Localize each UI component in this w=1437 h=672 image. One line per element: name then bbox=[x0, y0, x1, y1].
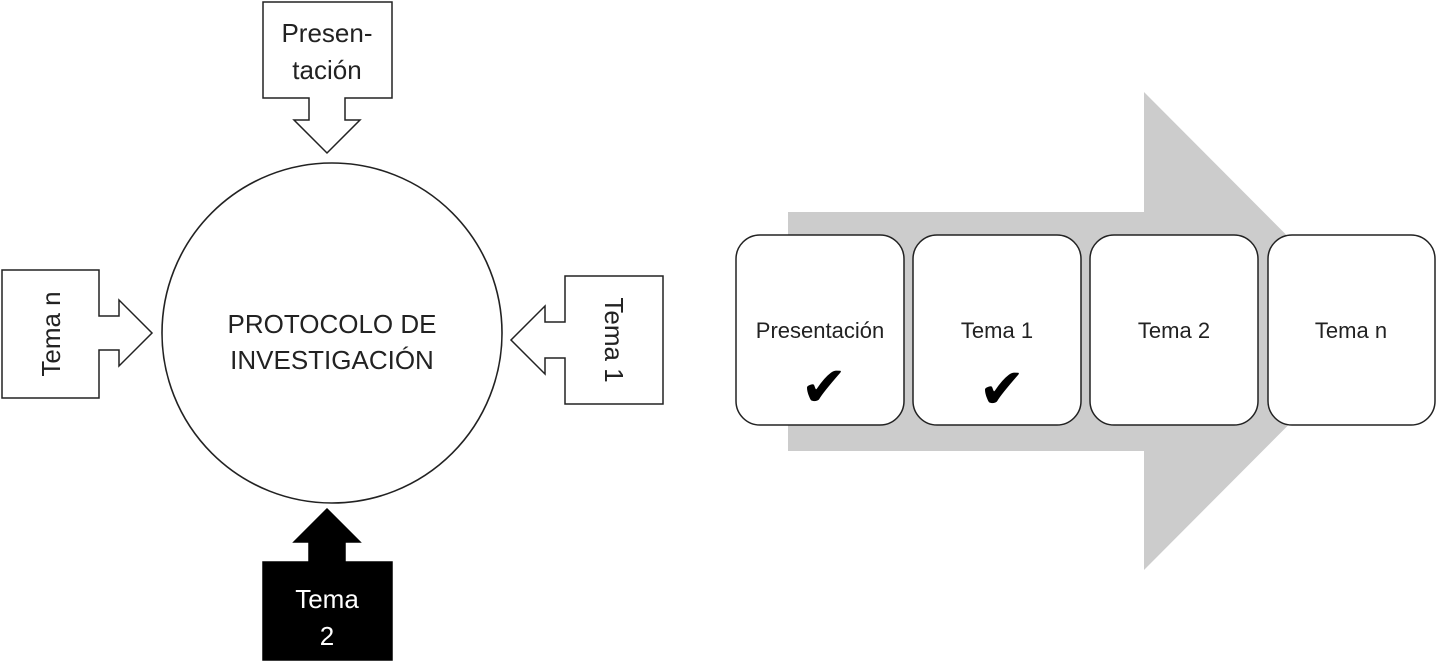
process-step-label: Tema n bbox=[1315, 318, 1387, 343]
callout-presentacion: Presen- tación bbox=[262, 1, 393, 155]
process-step-box bbox=[1267, 234, 1436, 426]
callout-presentacion-shape bbox=[262, 1, 393, 155]
process-diagram: Presentación ✔ Tema 1 ✔ Tema 2 Tema n bbox=[735, 92, 1436, 570]
callout-presentacion-line2: tación bbox=[292, 55, 361, 85]
callout-presentacion-line1: Presen- bbox=[281, 18, 372, 48]
protocol-circle bbox=[161, 162, 503, 504]
process-step-presentacion: Presentación ✔ bbox=[735, 234, 905, 426]
process-step-tema-2: Tema 2 bbox=[1089, 234, 1259, 426]
callout-tema-2-line2: 2 bbox=[320, 621, 334, 651]
callout-tema-n-label: Tema n bbox=[36, 291, 66, 376]
callout-tema-n-shape bbox=[1, 269, 154, 399]
callout-tema-1-shape bbox=[509, 275, 664, 405]
check-icon: ✔ bbox=[979, 357, 1026, 420]
callout-tema-1: Tema 1 bbox=[509, 275, 664, 405]
protocol-diagram: PROTOCOLO DE INVESTIGACIÓN Presen- tació… bbox=[1, 1, 664, 661]
protocol-label-line2: INVESTIGACIÓN bbox=[230, 345, 434, 375]
callout-tema-n: Tema n bbox=[1, 269, 154, 399]
process-step-label: Tema 2 bbox=[1138, 318, 1210, 343]
callout-tema-2: Tema 2 bbox=[262, 507, 393, 661]
process-step-box bbox=[735, 234, 905, 426]
check-icon: ✔ bbox=[801, 355, 848, 418]
callout-tema-1-label: Tema 1 bbox=[599, 297, 629, 382]
callout-tema-2-shape bbox=[262, 507, 393, 661]
process-step-label: Presentación bbox=[756, 318, 884, 343]
callout-tema-2-line1: Tema bbox=[295, 584, 359, 614]
process-step-box bbox=[1089, 234, 1259, 426]
process-step-tema-1: Tema 1 ✔ bbox=[912, 234, 1082, 426]
process-step-tema-n: Tema n bbox=[1267, 234, 1436, 426]
process-arrow bbox=[788, 92, 1382, 570]
process-step-label: Tema 1 bbox=[961, 318, 1033, 343]
process-step-box bbox=[912, 234, 1082, 426]
protocol-label-line1: PROTOCOLO DE bbox=[227, 309, 436, 339]
